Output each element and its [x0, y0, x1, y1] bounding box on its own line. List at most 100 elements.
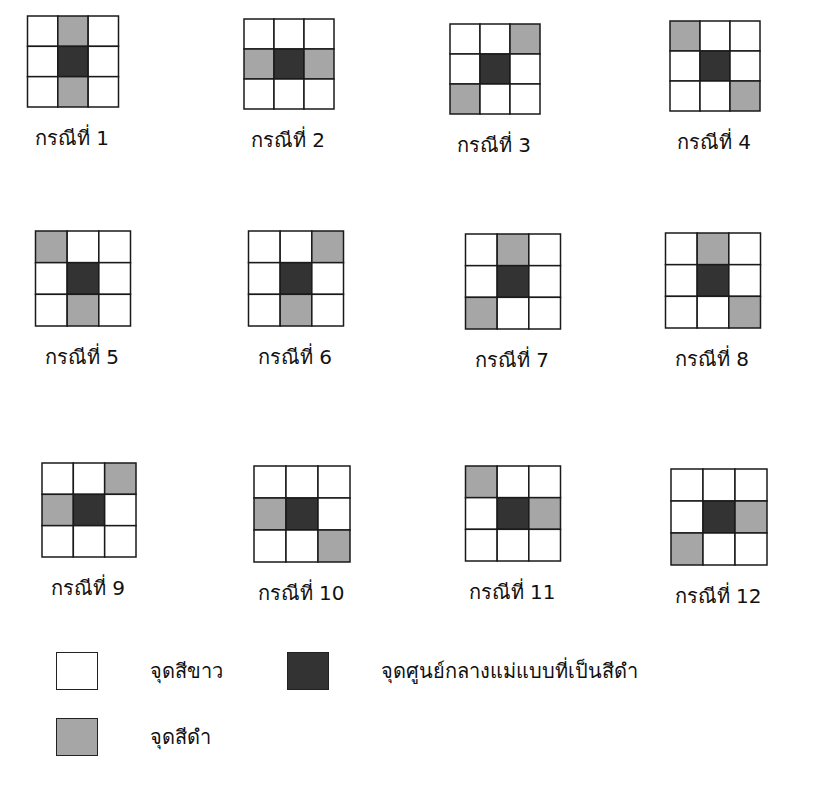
white-point: [249, 294, 281, 326]
center-black-point: [280, 263, 312, 295]
case-label: กรณีที่ 7: [442, 348, 582, 372]
black-point: [105, 463, 136, 494]
pixel-grid: [644, 20, 784, 112]
center-black-point: [703, 501, 735, 533]
white-point: [466, 529, 498, 561]
white-point: [36, 294, 68, 326]
case-grid: กรณีที่ 5: [12, 230, 152, 369]
white-point: [666, 265, 698, 297]
white-point: [105, 494, 136, 525]
case-label: กรณีที่ 3: [424, 133, 564, 157]
case-label: กรณีที่ 11: [442, 580, 582, 604]
white-point: [497, 529, 529, 561]
white-point: [529, 297, 561, 329]
center-black-point: [700, 51, 730, 81]
white-point: [510, 84, 540, 114]
legend-swatch: [287, 652, 329, 690]
white-point: [105, 526, 136, 557]
black-point: [466, 297, 498, 329]
pixel-grid: [642, 232, 782, 329]
black-point: [254, 498, 286, 530]
legend-label: จุดสีดำ: [150, 725, 211, 749]
white-point: [480, 24, 510, 54]
case-label: กรณีที่ 6: [225, 345, 365, 369]
case-grid: กรณีที่ 1: [2, 15, 142, 150]
white-point: [42, 463, 73, 494]
white-point: [318, 498, 350, 530]
white-point: [466, 234, 498, 266]
case-label: กรณีที่ 4: [644, 130, 784, 154]
white-point: [666, 233, 698, 265]
case-grid: กรณีที่ 8: [642, 232, 782, 371]
legend-label: จุดศูนย์กลางแม่แบบที่เป็นสีดำ: [381, 659, 638, 683]
center-black-point: [697, 265, 729, 297]
white-point: [510, 54, 540, 84]
white-point: [304, 19, 334, 49]
black-point: [466, 466, 498, 498]
pixel-grid: [648, 468, 788, 566]
white-point: [666, 296, 698, 328]
white-point: [312, 294, 344, 326]
white-point: [280, 231, 312, 263]
black-point: [450, 84, 480, 114]
white-point: [274, 19, 304, 49]
legend-swatch: [56, 652, 98, 690]
white-point: [735, 469, 767, 501]
white-point: [73, 463, 104, 494]
white-point: [99, 231, 131, 263]
case-grid: กรณีที่ 7: [442, 233, 582, 372]
case-grid: กรณีที่ 2: [218, 18, 358, 152]
white-point: [318, 466, 350, 498]
black-point: [280, 294, 312, 326]
black-point: [529, 498, 561, 530]
center-black-point: [286, 498, 318, 530]
pixel-grid: [231, 465, 371, 563]
white-point: [304, 79, 334, 109]
pixel-grid: [218, 18, 358, 110]
black-point: [312, 231, 344, 263]
white-point: [700, 81, 730, 111]
white-point: [274, 79, 304, 109]
white-point: [700, 21, 730, 51]
black-point: [58, 16, 88, 46]
case-grid: กรณีที่ 4: [644, 20, 784, 154]
case-label: กรณีที่ 5: [12, 345, 152, 369]
black-point: [67, 294, 99, 326]
center-black-point: [73, 494, 104, 525]
white-point: [529, 234, 561, 266]
white-point: [670, 51, 700, 81]
white-point: [244, 79, 274, 109]
case-label: กรณีที่ 1: [2, 126, 142, 150]
black-point: [42, 494, 73, 525]
white-point: [480, 84, 510, 114]
white-point: [254, 466, 286, 498]
white-point: [88, 77, 118, 107]
case-label: กรณีที่ 9: [18, 576, 158, 600]
pixel-grid: [442, 465, 582, 562]
case-grid: กรณีที่ 12: [648, 468, 788, 608]
pixel-grid: [12, 230, 152, 327]
black-point: [510, 24, 540, 54]
black-point: [697, 233, 729, 265]
white-point: [28, 77, 58, 107]
case-label: กรณีที่ 2: [218, 128, 358, 152]
white-point: [466, 266, 498, 298]
case-grid: กรณีที่ 3: [424, 23, 564, 157]
black-point: [497, 234, 529, 266]
white-point: [312, 263, 344, 295]
white-point: [99, 263, 131, 295]
white-point: [735, 533, 767, 565]
legend-label: จุดสีขาว: [150, 659, 223, 683]
white-point: [28, 16, 58, 46]
white-point: [254, 530, 286, 562]
black-point: [58, 77, 88, 107]
center-black-point: [497, 266, 529, 298]
black-point: [318, 530, 350, 562]
white-point: [671, 501, 703, 533]
black-point: [304, 49, 334, 79]
center-black-point: [480, 54, 510, 84]
white-point: [729, 265, 761, 297]
case-grid: กรณีที่ 11: [442, 465, 582, 604]
white-point: [703, 469, 735, 501]
